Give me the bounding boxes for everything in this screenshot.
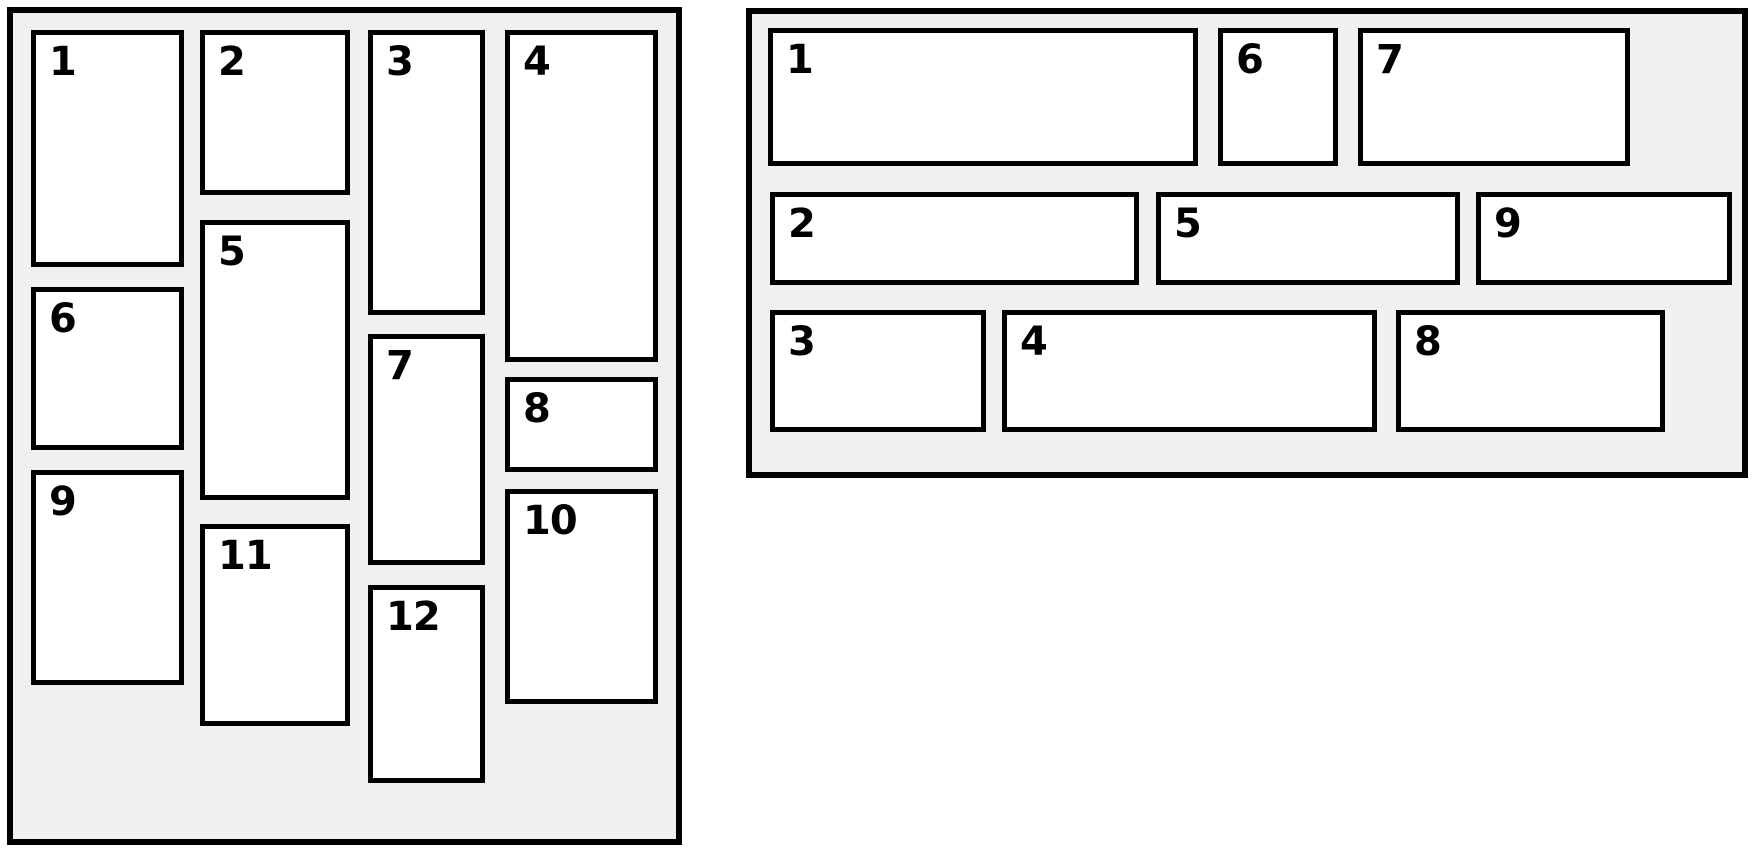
tile-label: 3 bbox=[788, 319, 816, 365]
left-tile-11: 11 bbox=[200, 524, 350, 726]
left-tile-12: 12 bbox=[368, 585, 485, 783]
tile-label: 1 bbox=[786, 37, 814, 83]
tile-label: 11 bbox=[218, 533, 273, 579]
tile-label: 2 bbox=[218, 39, 246, 85]
tile-label: 9 bbox=[49, 479, 77, 525]
tile-label: 6 bbox=[1236, 37, 1264, 83]
tile-label: 8 bbox=[1414, 319, 1442, 365]
tile-label: 3 bbox=[386, 39, 414, 85]
horizontal-masonry-panel: 1 2 3 4 5 6 7 8 9 bbox=[746, 8, 1748, 478]
right-tile-7: 7 bbox=[1358, 28, 1630, 166]
tile-label: 2 bbox=[788, 201, 816, 247]
right-tile-2: 2 bbox=[770, 192, 1139, 285]
tile-label: 5 bbox=[1174, 201, 1202, 247]
tile-label: 12 bbox=[386, 594, 441, 640]
left-tile-5: 5 bbox=[200, 220, 350, 500]
tile-label: 6 bbox=[49, 296, 77, 342]
left-tile-8: 8 bbox=[505, 377, 658, 472]
right-tile-6: 6 bbox=[1218, 28, 1338, 166]
left-tile-7: 7 bbox=[368, 334, 485, 565]
right-tile-9: 9 bbox=[1476, 192, 1732, 285]
tile-label: 5 bbox=[218, 229, 246, 275]
right-tile-8: 8 bbox=[1396, 310, 1665, 432]
left-tile-4: 4 bbox=[505, 30, 658, 362]
tile-label: 7 bbox=[1376, 37, 1404, 83]
vertical-masonry-panel: 1 2 3 4 5 6 7 8 9 10 11 12 bbox=[7, 7, 682, 845]
tile-label: 9 bbox=[1494, 201, 1522, 247]
right-tile-1: 1 bbox=[768, 28, 1198, 166]
tile-label: 4 bbox=[523, 39, 551, 85]
tile-label: 10 bbox=[523, 498, 578, 544]
left-tile-1: 1 bbox=[31, 30, 184, 267]
left-tile-3: 3 bbox=[368, 30, 485, 315]
left-tile-6: 6 bbox=[31, 287, 184, 450]
tile-label: 7 bbox=[386, 343, 414, 389]
left-tile-10: 10 bbox=[505, 489, 658, 704]
right-tile-5: 5 bbox=[1156, 192, 1460, 285]
left-tile-9: 9 bbox=[31, 470, 184, 685]
tile-label: 8 bbox=[523, 386, 551, 432]
tile-label: 1 bbox=[49, 39, 77, 85]
tile-label: 4 bbox=[1020, 319, 1048, 365]
right-tile-3: 3 bbox=[770, 310, 986, 432]
left-tile-2: 2 bbox=[200, 30, 350, 195]
right-tile-4: 4 bbox=[1002, 310, 1377, 432]
